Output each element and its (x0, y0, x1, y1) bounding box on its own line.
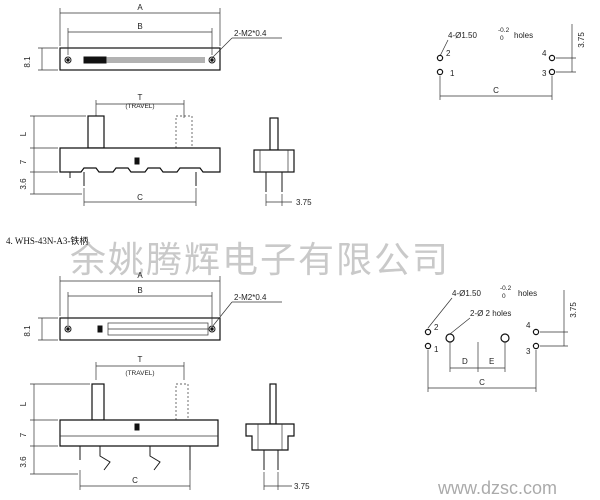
bottom-drawing-set: A B 2-M2*0.4 8.1 T (TRAVEL) (19, 271, 578, 491)
bottom-pin-4-label: 4 (526, 321, 531, 330)
bottom-dim-3-6-label: 3.6 (19, 456, 28, 468)
holes-word: holes (514, 31, 533, 40)
pin-3-label: 3 (542, 69, 547, 78)
pcb-dim-c-label: C (493, 86, 499, 95)
travel-t-label: T (138, 93, 143, 102)
bottom-dim-3-75-right-label: 3.75 (569, 302, 578, 318)
pin-4-label: 4 (542, 49, 547, 58)
bottom-holes2-note: 2-Ø 2 holes (470, 309, 511, 318)
pin-1-label: 1 (450, 69, 455, 78)
model-caption: 4. WHS-43N-A3-铁柄 (6, 235, 88, 246)
bottom-holes-tol-top: -0.2 (500, 285, 512, 292)
pad-1 (436, 68, 444, 76)
bottom-dim-d-label: D (462, 357, 468, 366)
bottom-travel-t-label: T (138, 355, 143, 364)
bottom-pad-1 (424, 342, 432, 350)
bottom-pin-1-label: 1 (434, 345, 439, 354)
side-view-slider: T (TRAVEL) (59, 93, 221, 186)
dimension-b: B (67, 22, 213, 55)
dim-c-label: C (137, 193, 143, 202)
bottom-dim-7-label: 7 (19, 432, 28, 437)
bottom-mount-hole-left (445, 333, 455, 343)
pin-2-label: 2 (446, 49, 451, 58)
pad-3 (548, 68, 556, 76)
dimension-a: A (59, 3, 221, 46)
height-8-1-label: 8.1 (23, 56, 32, 68)
dim-7-label: 7 (19, 159, 28, 164)
bottom-end-view-slider: 3.75 (245, 383, 310, 491)
pad-2 (436, 54, 444, 62)
bottom-holes-word: holes (518, 289, 537, 298)
bottom-pad-2 (424, 328, 432, 336)
end-view-slider: 3.75 (253, 117, 312, 207)
bottom-travel-label: (TRAVEL) (125, 370, 154, 377)
bottom-holes-note: 4-Ø1.50 (452, 289, 481, 298)
holes-tol-top: -0.2 (498, 27, 510, 34)
dim-3-75-right-label: 3.75 (577, 32, 586, 48)
site-url-watermark: www.dzsc.com (437, 478, 557, 498)
company-watermark: 余姚腾辉电子有限公司 (70, 240, 450, 281)
dim-l-label: L (19, 131, 28, 136)
holes-tol-bottom: 0 (500, 35, 504, 42)
bottom-pcb-dim-c-label: C (479, 378, 485, 387)
bottom-screw-note: 2-M2*0.4 (234, 293, 267, 302)
bottom-mount-hole-right (500, 333, 510, 343)
dim-3-6-label: 3.6 (19, 178, 28, 190)
bottom-dim-e-label: E (489, 357, 494, 366)
bottom-height-8-1-label: 8.1 (23, 325, 32, 337)
bottom-dim-3-75-side-label: 3.75 (294, 482, 310, 491)
pad-4 (548, 54, 556, 62)
holes-note: 4-Ø1.50 (448, 31, 477, 40)
bottom-dim-b-label: B (137, 286, 142, 295)
pcb-layout: 4-Ø1.50 -0.2 0 holes 2 1 4 3 3.75 C (436, 24, 586, 100)
bottom-top-view-slider (59, 317, 221, 341)
bottom-dim-l-label: L (19, 401, 28, 406)
travel-label: (TRAVEL) (125, 103, 154, 110)
bottom-holes-tol-bottom: 0 (502, 293, 506, 300)
bottom-side-view-slider: T (TRAVEL) (59, 355, 219, 471)
bottom-pin-3-label: 3 (526, 347, 531, 356)
dim-a-label: A (137, 3, 143, 12)
bottom-pad-4 (532, 328, 540, 336)
dim-3-75-side-label: 3.75 (296, 198, 312, 207)
dim-b-label: B (137, 22, 142, 31)
bottom-pad-3 (532, 342, 540, 350)
screw-note: 2-M2*0.4 (234, 29, 267, 38)
bottom-pcb-layout: 4-Ø1.50 -0.2 0 holes 2-Ø 2 holes 2 1 4 3… (424, 285, 578, 392)
bottom-dim-c-label: C (132, 476, 138, 485)
top-drawing-set: A B 2-M2*0.4 8.1 T (TRAVEL) (19, 3, 586, 207)
bottom-dim-a-label: A (137, 271, 143, 280)
top-view-slider (59, 47, 221, 71)
bottom-pin-2-label: 2 (434, 323, 439, 332)
